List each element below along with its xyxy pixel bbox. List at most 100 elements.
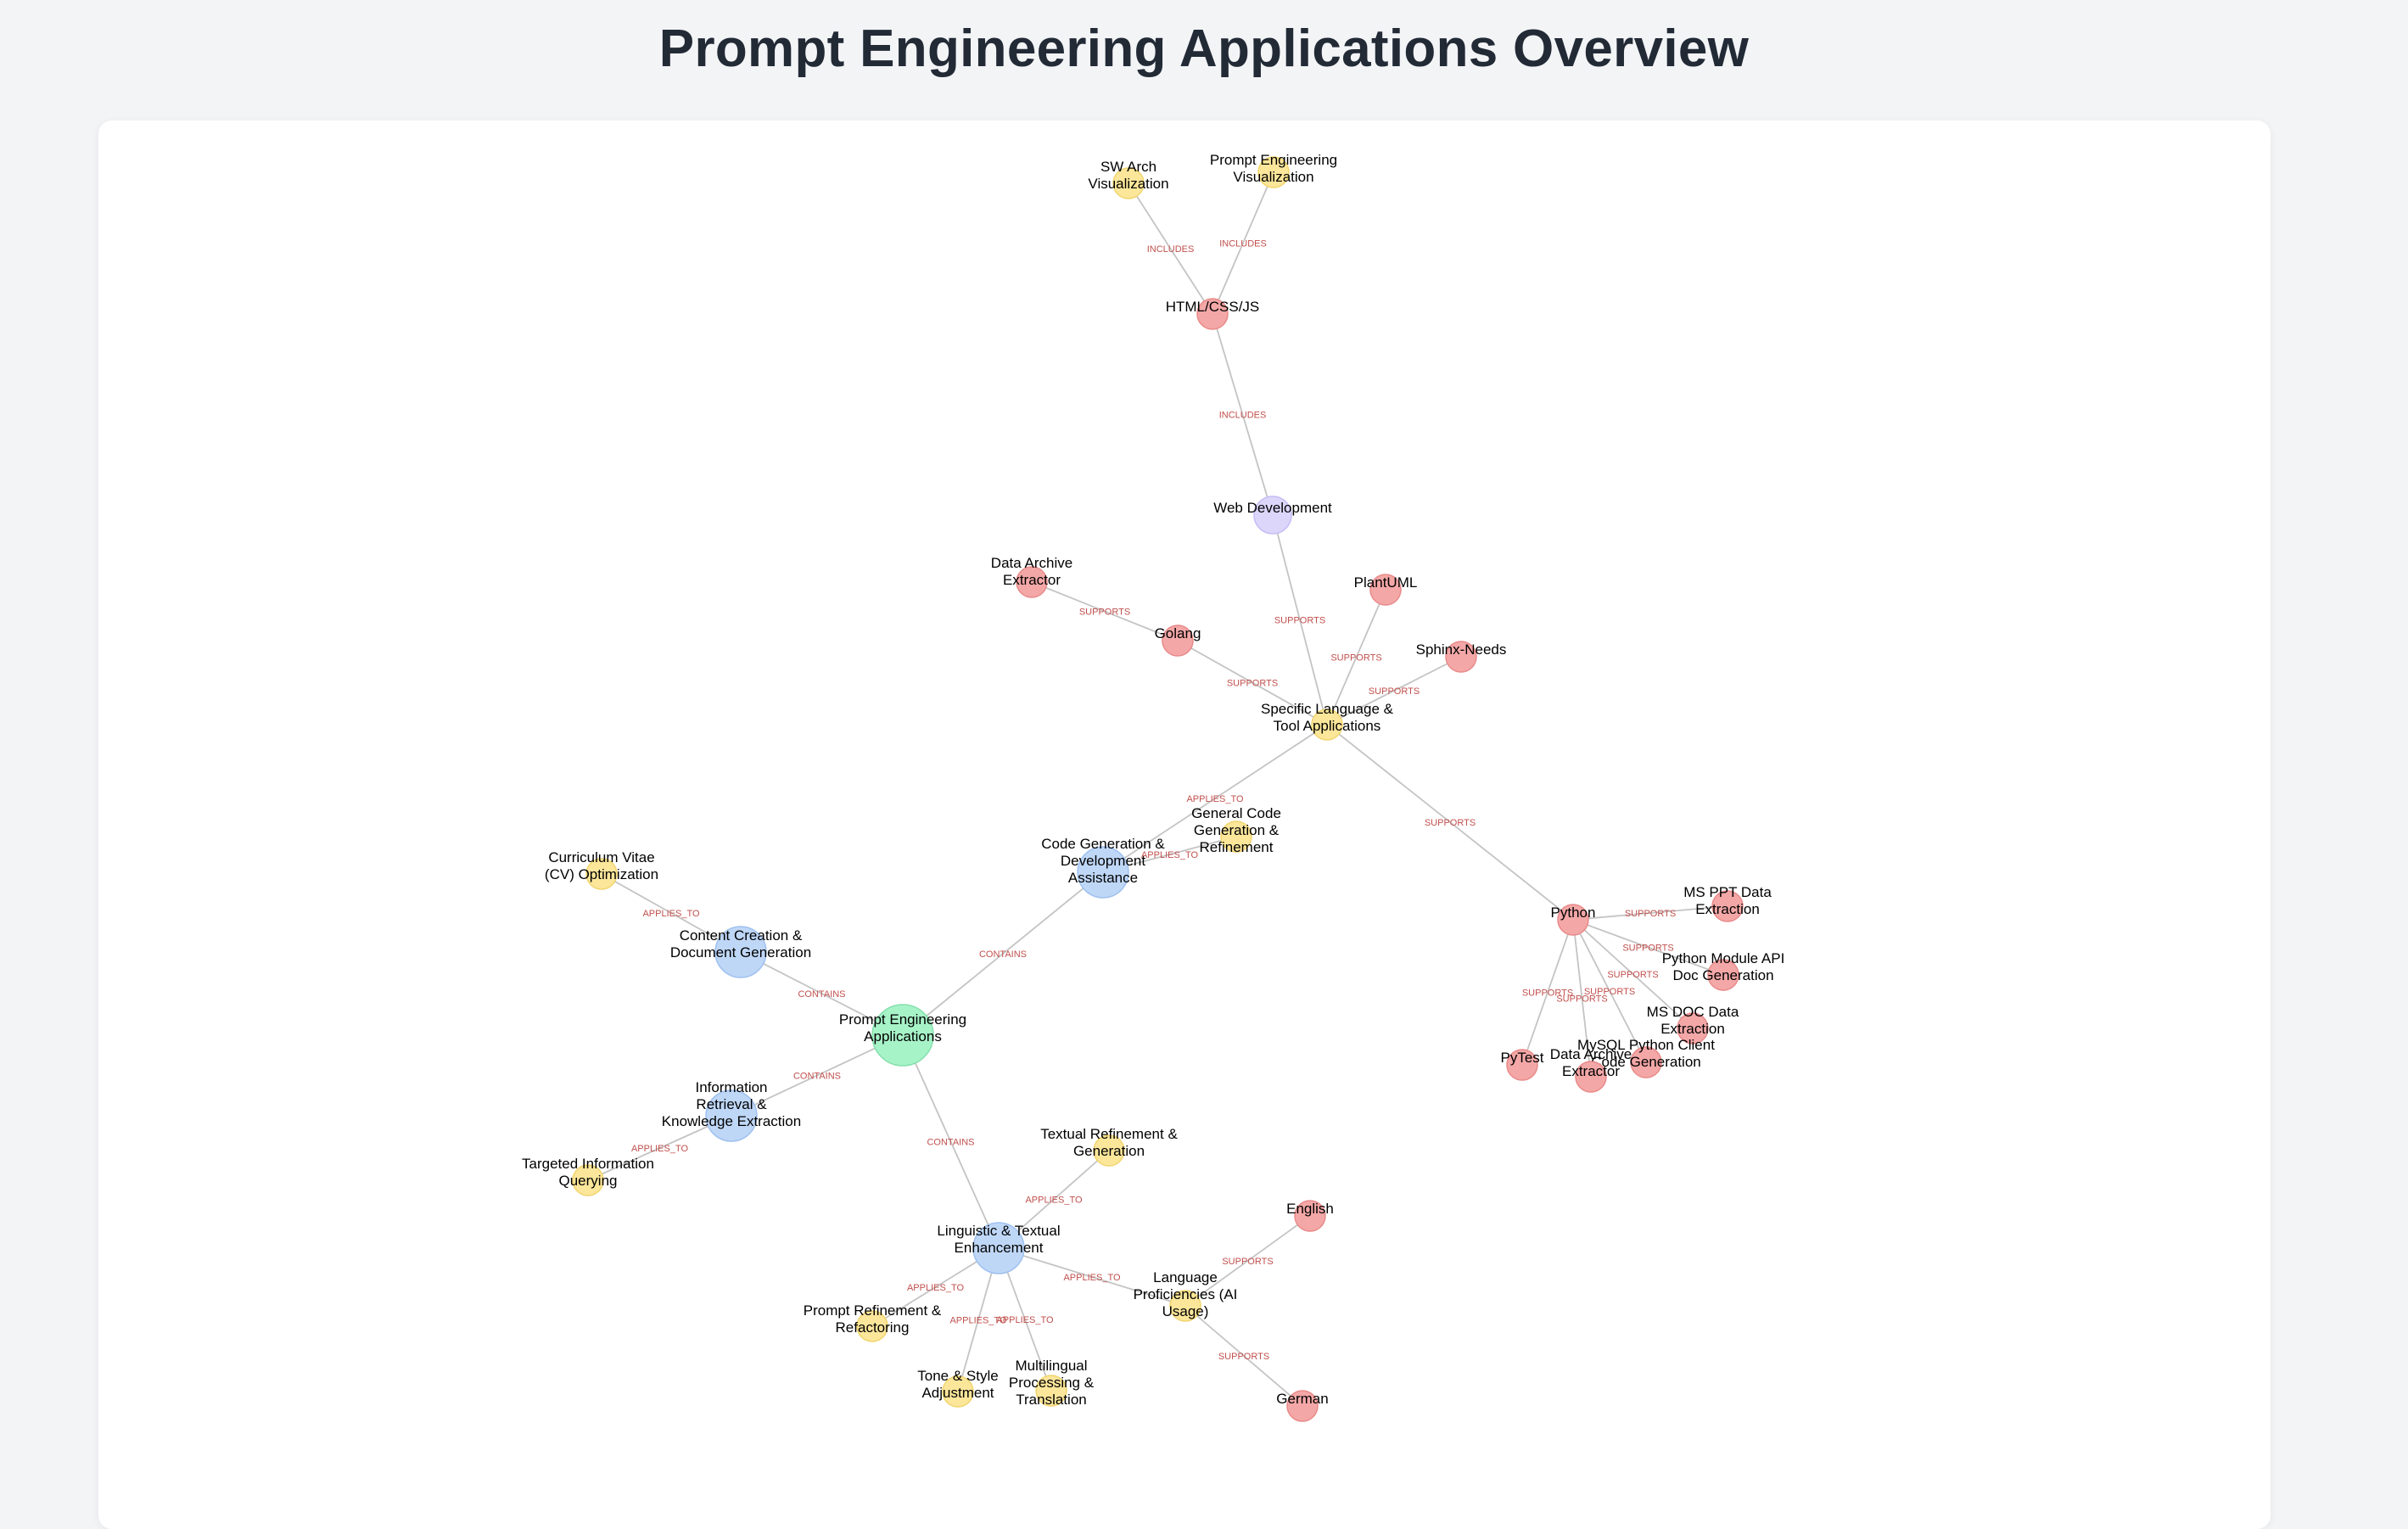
node-circle-textref[interactable] bbox=[1093, 1134, 1125, 1167]
node-specific[interactable]: Specific Language &Tool Applications bbox=[1261, 701, 1394, 741]
node-circle-codegen[interactable] bbox=[1077, 846, 1129, 899]
node-label-webdev: Web Development bbox=[1213, 500, 1332, 516]
node-circle-english[interactable] bbox=[1294, 1200, 1326, 1232]
edge-specific-golang bbox=[1177, 640, 1328, 725]
node-label-golang: Golang bbox=[1155, 625, 1201, 641]
node-circle-pyapi[interactable] bbox=[1707, 959, 1739, 991]
edge-label-python-pytest: SUPPORTS bbox=[1522, 989, 1573, 999]
edge-label-python-msdoc: SUPPORTS bbox=[1607, 970, 1658, 980]
node-circle-multi[interactable] bbox=[1035, 1375, 1067, 1407]
node-circle-generalcode[interactable] bbox=[1220, 821, 1252, 853]
edge-label-specific-golang: SUPPORTS bbox=[1227, 679, 1278, 689]
edge-label-specific-webdev: SUPPORTS bbox=[1274, 616, 1325, 626]
node-circle-swarch[interactable] bbox=[1112, 167, 1145, 199]
edge-label-htmlcss-swarch: INCLUDES bbox=[1147, 244, 1195, 255]
node-textref[interactable]: Textual Refinement &Generation bbox=[1040, 1126, 1178, 1167]
node-label-line: (CV) Optimization bbox=[545, 866, 658, 882]
node-circle-targeted[interactable] bbox=[572, 1164, 604, 1196]
node-htmlcss[interactable]: HTML/CSS/JS bbox=[1166, 298, 1260, 330]
node-label-line: Document Generation bbox=[670, 944, 811, 961]
network-graph[interactable]: CONTAINSCONTAINSCONTAINSCONTAINSAPPLIES_… bbox=[98, 120, 2271, 1500]
node-plantuml[interactable]: PlantUML bbox=[1354, 574, 1418, 606]
node-sphinx[interactable]: Sphinx-Needs bbox=[1416, 641, 1507, 673]
edge-content-cv bbox=[601, 873, 742, 953]
edge-python-msdoc bbox=[1572, 919, 1694, 1029]
edge-specific-webdev bbox=[1272, 514, 1328, 725]
node-circle-python[interactable] bbox=[1557, 904, 1589, 936]
node-circle-pevis[interactable] bbox=[1257, 156, 1290, 188]
node-circle-cv[interactable] bbox=[585, 858, 618, 890]
node-pytest[interactable]: PyTest bbox=[1500, 1049, 1544, 1081]
node-circle-content[interactable] bbox=[714, 926, 767, 978]
edge-label-codegen-specific: APPLIES_TO bbox=[1186, 794, 1243, 804]
node-circle-dae_py[interactable] bbox=[1575, 1061, 1607, 1093]
node-label-line: Python bbox=[1551, 905, 1596, 921]
node-circle-pytest[interactable] bbox=[1506, 1049, 1538, 1081]
node-label-line: Refinement bbox=[1200, 839, 1274, 855]
node-label-line: Processing & bbox=[1009, 1375, 1095, 1391]
node-circle-sphinx[interactable] bbox=[1445, 641, 1477, 673]
node-circle-inforet[interactable] bbox=[705, 1089, 758, 1142]
node-circle-dae_go[interactable] bbox=[1016, 566, 1048, 598]
node-circle-specific[interactable] bbox=[1311, 708, 1343, 741]
node-webdev[interactable]: Web Development bbox=[1213, 496, 1332, 535]
node-circle-root[interactable] bbox=[871, 1004, 934, 1067]
node-circle-webdev[interactable] bbox=[1253, 496, 1292, 535]
node-circle-promptref[interactable] bbox=[856, 1310, 888, 1342]
node-circle-msppt[interactable] bbox=[1711, 890, 1744, 922]
node-circle-htmlcss[interactable] bbox=[1196, 298, 1229, 330]
node-english[interactable]: English bbox=[1286, 1200, 1334, 1232]
node-label-line: Tool Applications bbox=[1274, 718, 1381, 734]
edge-label-codegen-generalcode: APPLIES_TO bbox=[1141, 850, 1198, 860]
node-circle-tone[interactable] bbox=[942, 1375, 974, 1408]
node-content[interactable]: Content Creation &Document Generation bbox=[670, 926, 811, 978]
edge-root-ling bbox=[902, 1034, 1000, 1249]
node-circle-langprof[interactable] bbox=[1169, 1290, 1201, 1322]
node-label-line: MySQL Python Client bbox=[1577, 1037, 1715, 1053]
node-german[interactable]: German bbox=[1276, 1390, 1329, 1422]
node-label-line: Doc Generation bbox=[1672, 967, 1773, 983]
node-promptref[interactable]: Prompt Refinement &Refactoring bbox=[804, 1302, 942, 1342]
node-circle-plantuml[interactable] bbox=[1369, 574, 1402, 606]
node-python[interactable]: Python bbox=[1551, 904, 1596, 936]
node-label-line: Tone & Style bbox=[917, 1368, 998, 1384]
node-circle-german[interactable] bbox=[1286, 1390, 1319, 1422]
node-label-line: MS DOC Data bbox=[1647, 1004, 1739, 1020]
edge-label-specific-python: SUPPORTS bbox=[1425, 818, 1476, 828]
edge-label-inforet-targeted: APPLIES_TO bbox=[631, 1144, 688, 1154]
node-label-line: Multilingual bbox=[1015, 1358, 1087, 1374]
node-golang[interactable]: Golang bbox=[1155, 624, 1201, 657]
node-circle-ling[interactable] bbox=[972, 1222, 1025, 1274]
node-label-line: Prompt Engineering bbox=[1210, 152, 1337, 168]
node-label-line: Language bbox=[1153, 1269, 1218, 1285]
node-circle-mysql[interactable] bbox=[1630, 1046, 1662, 1078]
node-label-line: Adjustment bbox=[921, 1385, 994, 1401]
edge-label-htmlcss-pevis: INCLUDES bbox=[1219, 239, 1267, 249]
node-circle-msdoc[interactable] bbox=[1677, 1012, 1709, 1045]
edge-label-langprof-english: SUPPORTS bbox=[1222, 1257, 1273, 1267]
node-circle-golang[interactable] bbox=[1162, 624, 1194, 657]
node-cv[interactable]: Curriculum Vitae(CV) Optimization bbox=[545, 849, 658, 890]
